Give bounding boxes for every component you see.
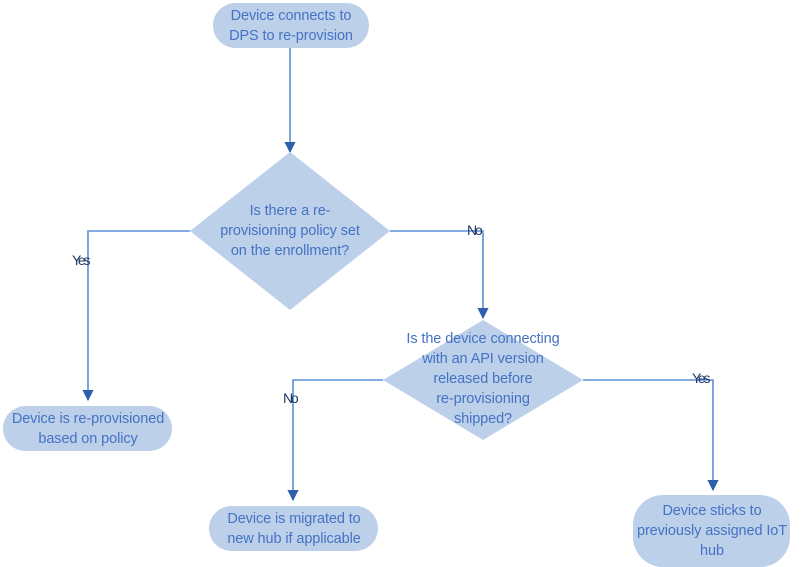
edge-decision-policy-no — [390, 230, 489, 320]
edge-decision-api-no — [287, 379, 383, 502]
edge-decision-policy-yes — [82, 230, 190, 402]
connectors — [82, 47, 719, 502]
edge-label-api-no: No — [283, 390, 299, 406]
node-shapes — [3, 3, 790, 567]
edge-decision-api-yes — [583, 379, 719, 492]
edge-label-policy-yes: Yes — [72, 252, 90, 268]
node-decision-api-version-shape[interactable] — [383, 320, 583, 440]
node-outcome-sticks-shape[interactable] — [633, 495, 790, 567]
edge-label-api-yes: Yes — [692, 370, 710, 386]
node-outcome-migrated-shape[interactable] — [209, 506, 378, 551]
node-decision-policy-shape[interactable] — [190, 152, 390, 310]
node-start-shape[interactable] — [213, 3, 369, 48]
node-outcome-reprovisioned-shape[interactable] — [3, 406, 172, 451]
edge-label-policy-no: No — [467, 222, 483, 238]
